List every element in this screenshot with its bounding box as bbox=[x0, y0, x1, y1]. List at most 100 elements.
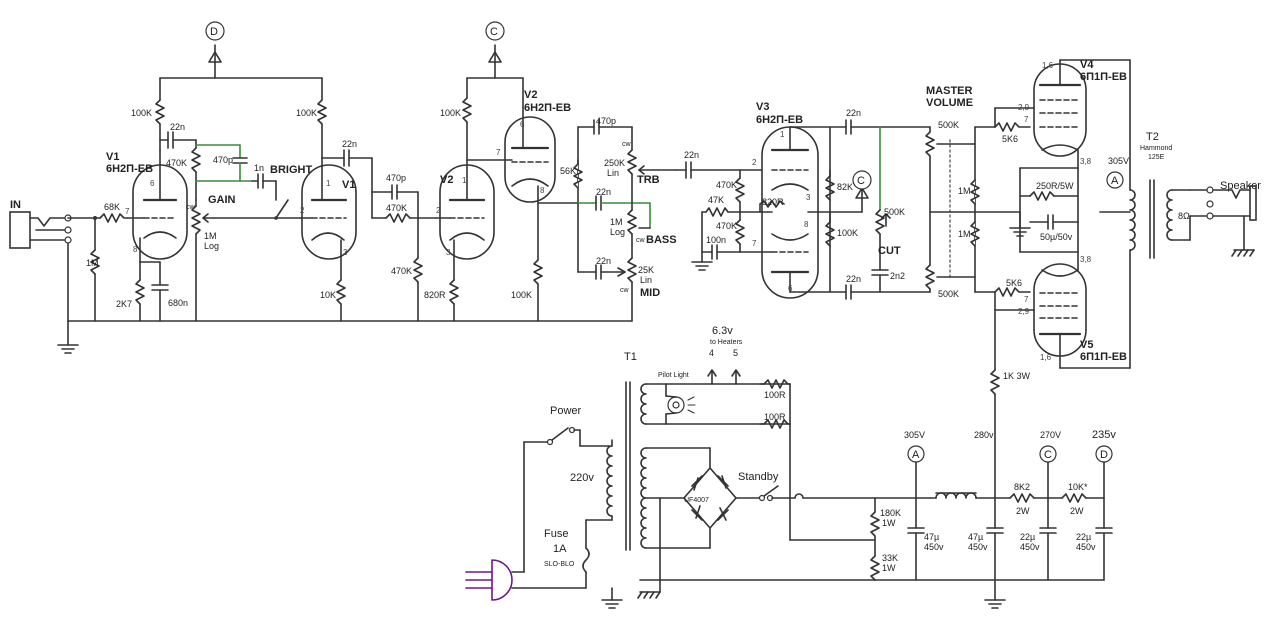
node-a-ht bbox=[907, 445, 925, 463]
power-cathode-network bbox=[1009, 167, 1079, 253]
c22n-v3-bot-label: 22n bbox=[846, 274, 861, 284]
gain-pot-value: 1M bbox=[204, 231, 217, 241]
r33k-watt: 1W bbox=[882, 563, 896, 573]
cut-label: CUT bbox=[878, 245, 901, 257]
bright-switch[interactable] bbox=[274, 180, 289, 220]
v4-pin16: 1,6 bbox=[1042, 61, 1054, 70]
r100k-v1b-label: 100K bbox=[296, 108, 317, 118]
v5-name: V5 bbox=[1080, 339, 1093, 351]
node-c-v3-label: C bbox=[857, 175, 865, 187]
gain-pot-cw: cw bbox=[186, 204, 196, 211]
c22n-mid-label: 22n bbox=[596, 256, 611, 266]
r100r-top-label: 100R bbox=[764, 390, 786, 400]
v4-name: V4 bbox=[1080, 59, 1094, 71]
v5-pin38: 3,8 bbox=[1080, 255, 1092, 264]
resistor-100k-v1b bbox=[317, 77, 327, 159]
r470k-v2-leak-label: 470K bbox=[391, 266, 412, 276]
r100k-v2b-label: 100K bbox=[511, 290, 532, 300]
cut-network bbox=[871, 126, 891, 293]
v3-pin2: 2 bbox=[752, 158, 757, 167]
r8k2-label: 8K2 bbox=[1014, 482, 1030, 492]
grid-leak-1m-pair bbox=[970, 126, 1021, 293]
c470p-treble-label: 470p bbox=[596, 116, 616, 126]
c47u-a-value: 47µ bbox=[924, 532, 939, 542]
t1-label: T1 bbox=[624, 351, 637, 363]
c22u-c-volt: 450v bbox=[1020, 542, 1040, 552]
pot25k-value: 25K bbox=[638, 265, 654, 275]
v2b-name: V2 bbox=[524, 89, 537, 101]
node-a-t2 bbox=[1106, 171, 1124, 189]
ht-rail bbox=[637, 492, 1113, 609]
v1a-pin6: 6 bbox=[150, 179, 155, 188]
tube-v5 bbox=[1033, 251, 1131, 369]
c22u-d-volt: 450v bbox=[1076, 542, 1096, 552]
tube-v3 bbox=[761, 126, 831, 299]
r56k-label: 56K bbox=[560, 166, 576, 176]
r1m-input-label: 1M bbox=[86, 258, 99, 268]
r82k-label: 82K bbox=[837, 182, 853, 192]
v2a-pin1: 1 bbox=[462, 176, 467, 185]
v4-pin7: 7 bbox=[1024, 115, 1029, 124]
v1b-pin1: 1 bbox=[326, 179, 331, 188]
standby-label: Standby bbox=[738, 471, 779, 483]
v3-name: V3 bbox=[756, 101, 769, 113]
preamp-ground-bus bbox=[57, 320, 633, 354]
v2b-pin7: 7 bbox=[496, 148, 501, 157]
resistor-470k-gain bbox=[191, 139, 201, 201]
r33k-label: 33K bbox=[882, 553, 898, 563]
c47u-b-value: 47µ bbox=[968, 532, 983, 542]
power-switch[interactable] bbox=[546, 426, 611, 447]
resistor-1m-input bbox=[90, 216, 100, 322]
resistor-100k-v1a bbox=[155, 77, 165, 151]
node-c-ht bbox=[1039, 445, 1057, 463]
c470p-bright-label: 470p bbox=[213, 155, 233, 165]
node-c-v3 bbox=[852, 170, 872, 190]
r100k-v2a-label: 100K bbox=[440, 108, 461, 118]
power-transformer bbox=[606, 381, 791, 581]
r470k-v2-label: 470K bbox=[386, 203, 407, 213]
bass-pot-value: 1M bbox=[610, 217, 623, 227]
mains-voltage: 220v bbox=[570, 472, 594, 484]
c22n-v3-top-label: 22n bbox=[846, 108, 861, 118]
bridge-rectifier bbox=[659, 447, 761, 549]
pilot-label: Pilot Light bbox=[658, 372, 689, 379]
c47u-a-volt: 450v bbox=[924, 542, 944, 552]
fuse-label: Fuse bbox=[544, 528, 568, 540]
r180k-label: 180K bbox=[880, 508, 901, 518]
r10k-v1b-label: 10K bbox=[320, 290, 336, 300]
fuse-type: SLO-BLO bbox=[544, 561, 575, 568]
node-a-ht-label: A bbox=[912, 449, 920, 461]
output-transformer bbox=[1099, 59, 1191, 369]
node-c-top bbox=[485, 21, 505, 41]
tube-v1a bbox=[127, 149, 188, 263]
coupling-470p-470k bbox=[371, 184, 437, 322]
v1b-name: V1 bbox=[342, 179, 355, 191]
c100n-label: 100n bbox=[706, 235, 726, 245]
v5-pin29: 2,9 bbox=[1018, 307, 1030, 316]
gain-pot-taper: Log bbox=[204, 241, 219, 251]
standby-switch[interactable] bbox=[758, 485, 791, 502]
bright-label: BRIGHT bbox=[270, 164, 312, 176]
c680n-label: 680n bbox=[168, 298, 188, 308]
r180k-watt: 1W bbox=[882, 518, 896, 528]
treble-cw: cw bbox=[622, 141, 632, 148]
v1a-pin7: 7 bbox=[125, 207, 130, 216]
r2k7-label: 2K7 bbox=[116, 299, 132, 309]
v3-type: 6Н2П-ЕВ bbox=[756, 114, 803, 126]
t2-model: 125E bbox=[1148, 154, 1165, 161]
v2b-pin8: 8 bbox=[540, 186, 545, 195]
pot500k-master-bot: 500K bbox=[938, 289, 959, 299]
t2-voltage: 305V bbox=[1108, 156, 1129, 166]
r470k-v3a-label: 470K bbox=[716, 180, 737, 190]
r10k-star-watt: 2W bbox=[1070, 506, 1084, 516]
t2-name: T2 bbox=[1146, 131, 1159, 143]
v2b-type: 6Н2П-ЕВ bbox=[524, 102, 571, 114]
v3-bias-network bbox=[691, 169, 785, 271]
rectifier-label: UF4007 bbox=[684, 497, 709, 504]
heater-voltage: 6.3v bbox=[712, 325, 733, 337]
resistor-100k-v2a bbox=[462, 77, 472, 161]
r8k2-watt: 2W bbox=[1016, 506, 1030, 516]
master-label: MASTER bbox=[926, 85, 973, 97]
tube-v2a bbox=[435, 159, 495, 281]
